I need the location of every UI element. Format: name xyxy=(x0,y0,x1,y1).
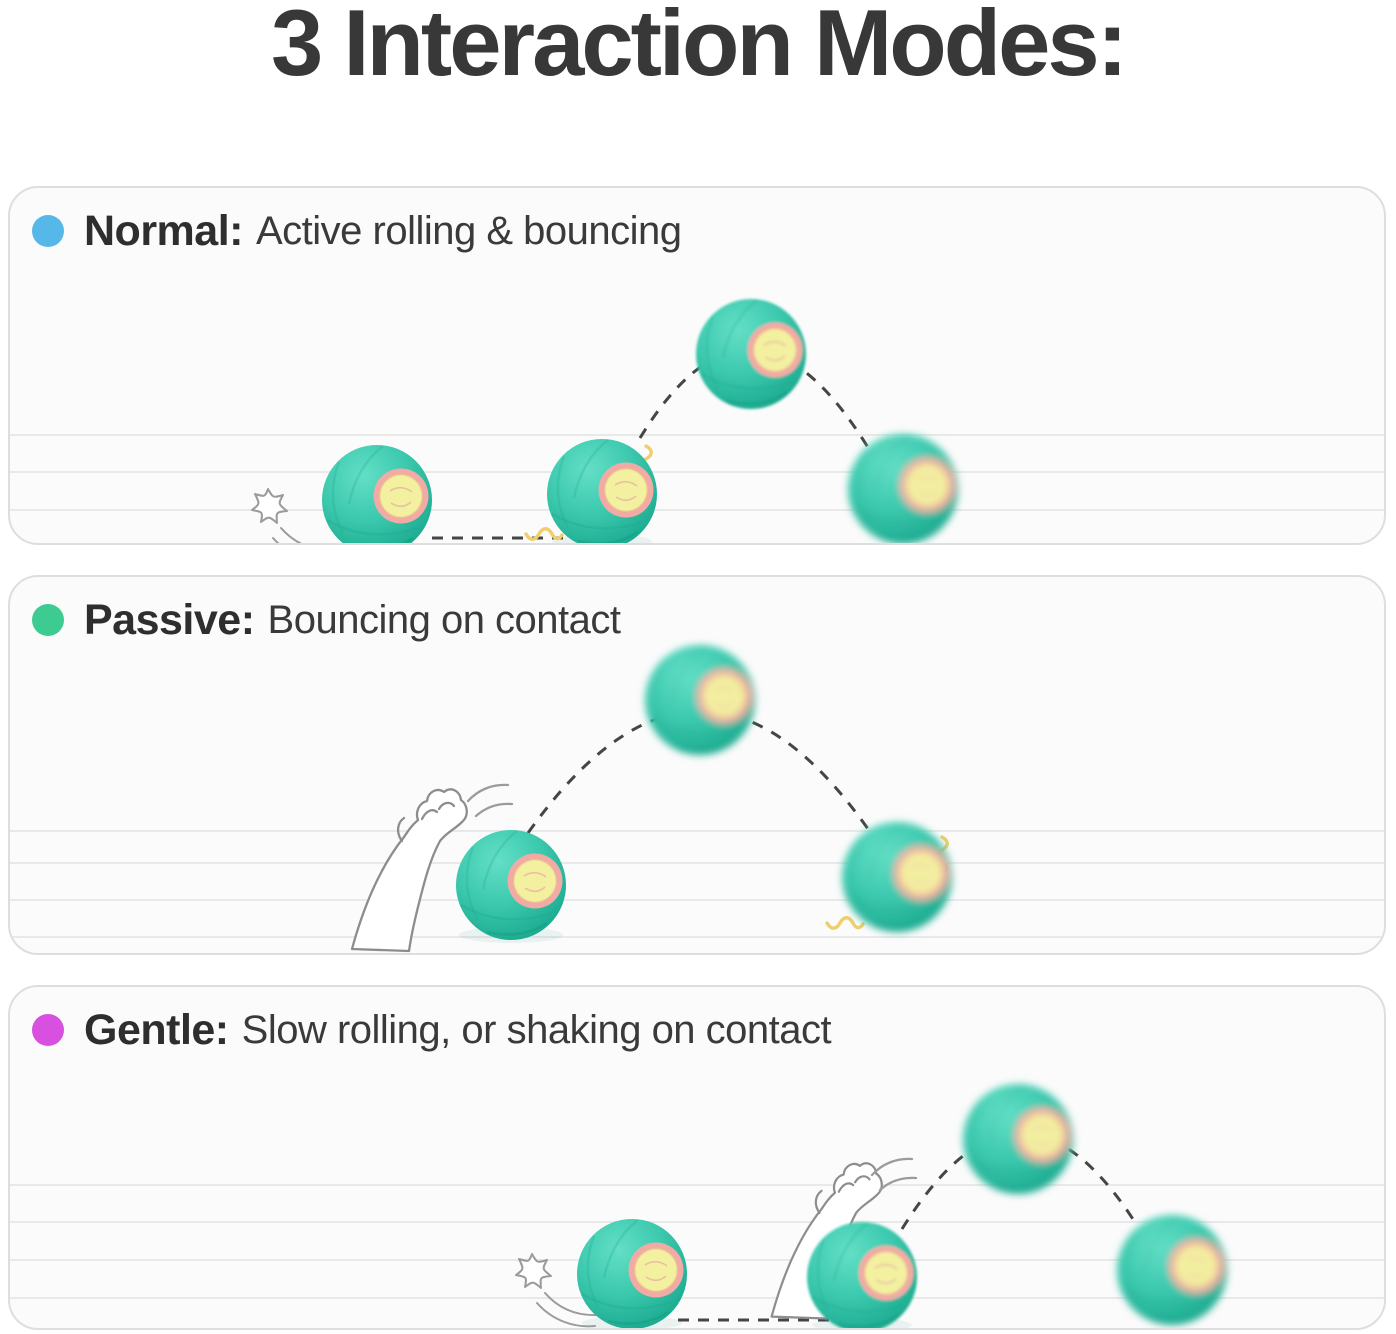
ball-touched xyxy=(454,828,568,942)
swoosh-icon xyxy=(251,488,335,543)
ball-falling xyxy=(846,432,960,543)
mode-illustration-passive xyxy=(10,643,1384,953)
mode-illustration-normal xyxy=(10,297,1384,543)
paw-icon xyxy=(350,788,468,953)
ball-bounce-peak xyxy=(961,1082,1075,1196)
mode-dot xyxy=(32,604,64,636)
mode-label: Normal: xyxy=(84,206,243,255)
floor-lines xyxy=(10,830,1384,938)
ball-bounce-peak xyxy=(694,297,808,411)
ball-rolling-start xyxy=(320,443,434,543)
mode-illustration-gentle xyxy=(10,1082,1384,1328)
mode-panel-passive: Passive: Bouncing on contact xyxy=(8,575,1386,955)
mode-dot xyxy=(32,215,64,247)
mode-label: Passive: xyxy=(84,595,255,644)
ball-rolling-end xyxy=(545,437,659,543)
mode-panel-gentle: Gentle: Slow rolling, or shaking on cont… xyxy=(8,985,1386,1330)
ball-touched xyxy=(805,1220,919,1328)
ball-landing xyxy=(840,820,954,934)
mode-description: Bouncing on contact xyxy=(267,597,621,642)
zigzag-icon xyxy=(524,527,564,541)
page-title: 3 Interaction Modes: xyxy=(270,0,1128,95)
mode-description: Slow rolling, or shaking on contact xyxy=(241,1007,832,1052)
ball-rolling-start xyxy=(575,1217,689,1328)
mode-header: Passive: Bouncing on contact xyxy=(32,593,621,647)
mode-header: Gentle: Slow rolling, or shaking on cont… xyxy=(32,1003,832,1057)
mode-panel-normal: Normal: Active rolling & bouncing xyxy=(8,186,1386,545)
mode-header: Normal: Active rolling & bouncing xyxy=(32,204,682,258)
motion-arcs-icon xyxy=(466,783,514,818)
floor-lines xyxy=(10,434,1384,511)
ball-landing xyxy=(1115,1213,1229,1327)
ball-bounce-peak xyxy=(643,643,757,757)
mode-label: Gentle: xyxy=(84,1005,229,1054)
mode-dot xyxy=(32,1014,64,1046)
zigzag-icon xyxy=(825,916,865,930)
mode-description: Active rolling & bouncing xyxy=(255,208,682,253)
